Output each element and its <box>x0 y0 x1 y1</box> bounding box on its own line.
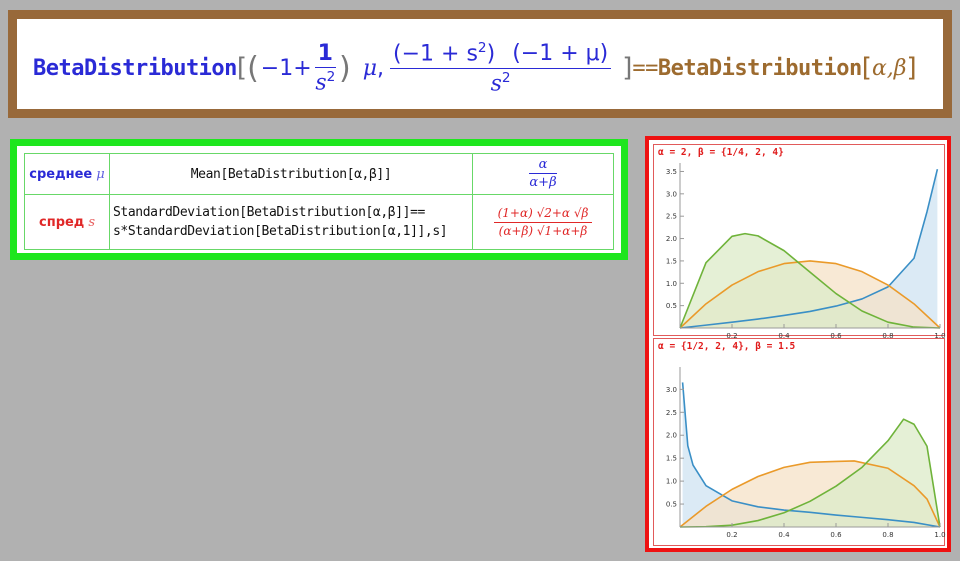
arg1-frac-den-exp: 2 <box>326 68 336 85</box>
code-line: s*StandardDeviation[BetaDistribution[α,1… <box>113 224 448 239</box>
arg1-close-paren: ) <box>338 50 351 86</box>
result-den: (α+β) √1+α+β <box>498 223 588 238</box>
x-tick-label: 0.4 <box>778 332 790 340</box>
arg1-frac-num: 1 <box>314 42 336 68</box>
arg1-frac-den-s: s <box>315 70 327 96</box>
formula-equals: == <box>632 55 658 81</box>
y-tick-label: 3.5 <box>666 168 677 176</box>
row-label-text: спред <box>39 214 85 230</box>
formula-rhs-args: α,β <box>871 55 907 81</box>
series-area-2 <box>680 419 940 527</box>
row-label-text: среднее <box>29 166 93 182</box>
y-tick-label: 2.0 <box>666 235 677 243</box>
code-cell: Mean[BetaDistribution[α,β]] <box>109 153 473 195</box>
plot-title: α = 2, β = {1/4, 2, 4} <box>658 147 784 158</box>
result-cell: (1+α) √2+α √β (α+β) √1+α+β <box>472 194 614 250</box>
y-tick-label: 3.0 <box>666 190 677 198</box>
arg1-frac-den: s2 <box>315 68 336 96</box>
formula-expression: BetaDistribution [ ( −1+ 1 s2 ) μ , (−1 … <box>33 35 917 101</box>
y-tick-label: 1.5 <box>666 455 677 463</box>
row-label-symbol: μ <box>96 166 105 182</box>
x-tick-label: 0.8 <box>882 332 893 340</box>
arg2-den-s: s <box>490 70 502 96</box>
result-fraction: (1+α) √2+α √β (α+β) √1+α+β <box>493 207 593 238</box>
arg2-num-a: (−1 + s <box>393 41 478 67</box>
x-tick-label: 0.8 <box>882 531 893 539</box>
row-label-symbol: s <box>88 214 95 230</box>
result-fraction: α α+β <box>528 158 558 190</box>
rhs-bracket-close: ] <box>906 53 917 83</box>
code-line: Mean[BetaDistribution[α,β]] <box>190 166 392 182</box>
arg2-fraction: (−1 + s2) (−1 + μ) s2 <box>390 40 612 95</box>
x-tick-label: 1.0 <box>934 531 945 539</box>
arg2-den-exp: 2 <box>501 69 511 86</box>
plot-canvas: 0.2 0.4 0.6 0.8 1.0 0.5 1.0 1.5 2.0 2.5 3.0 3.5 <box>666 163 946 340</box>
y-tick-label: 0.5 <box>666 302 677 310</box>
x-tick-label: 0.2 <box>726 531 737 539</box>
y-tick-label: 1.5 <box>666 257 677 265</box>
y-tick-label: 2.5 <box>666 409 677 417</box>
y-tick-label: 3.0 <box>666 386 677 394</box>
arg1-open-paren: ( <box>247 50 259 86</box>
series-line-0 <box>679 169 939 329</box>
formula-comma: , <box>377 55 385 81</box>
rhs-bracket-open: [ <box>861 53 872 83</box>
series-line-2 <box>679 232 941 329</box>
arg2-num-a-exp: 2 <box>477 40 487 57</box>
bracket-close: ] <box>622 53 633 83</box>
arg1-fraction: 1 s2 <box>314 42 336 96</box>
y-tick-label: 2.5 <box>666 213 677 221</box>
arg2-numerator: (−1 + s2) (−1 + μ) <box>390 40 612 69</box>
formula-banner: BetaDistribution [ ( −1+ 1 s2 ) μ , (−1 … <box>8 10 952 118</box>
formula-rhs-head: BetaDistribution <box>657 55 862 81</box>
x-tick-label: 1.0 <box>934 332 945 340</box>
y-tick-label: 1.0 <box>666 478 677 486</box>
x-tick-label: 0.6 <box>830 332 842 340</box>
arg1-mu: μ <box>362 55 378 81</box>
x-tick-label: 0.4 <box>778 531 790 539</box>
y-tick-label: 0.5 <box>666 501 677 509</box>
series-line-0 <box>681 382 941 528</box>
series-area-2 <box>680 233 940 328</box>
arg2-num-b: (−1 + μ) <box>512 41 609 67</box>
arg1-prefix: −1+ <box>260 55 312 81</box>
formula-lhs-head: BetaDistribution <box>33 55 237 81</box>
series-line-1 <box>679 460 941 528</box>
x-tick-label: 0.2 <box>726 332 737 340</box>
arg2-denominator: s2 <box>491 69 511 95</box>
arg2-num-a-close: ) <box>486 41 496 67</box>
x-tick-label: 0.6 <box>830 531 842 539</box>
result-den: α+β <box>529 175 557 190</box>
code-line: StandardDeviation[BetaDistribution[α,β]]… <box>113 205 425 220</box>
result-cell: α α+β <box>472 153 614 195</box>
plot-beta-fixed: α = {1/2, 2, 4}, β = 1.5 0.2 0.4 0.6 0.8 1.0… <box>653 338 946 546</box>
code-cell: StandardDeviation[BetaDistribution[α,β]]… <box>109 194 473 250</box>
result-num: α <box>528 158 558 174</box>
plot-canvas: 0.2 0.4 0.6 0.8 1.0 0.5 1.0 1.5 2.0 2.5 3.0 <box>666 367 946 539</box>
bracket-open: [ <box>236 53 248 83</box>
y-tick-label: 2.0 <box>666 432 677 440</box>
result-num: (1+α) √2+α √β <box>493 207 593 223</box>
series-line-1 <box>679 260 941 329</box>
y-tick-label: 1.0 <box>666 280 677 288</box>
plot-title: α = {1/2, 2, 4}, β = 1.5 <box>658 341 796 352</box>
